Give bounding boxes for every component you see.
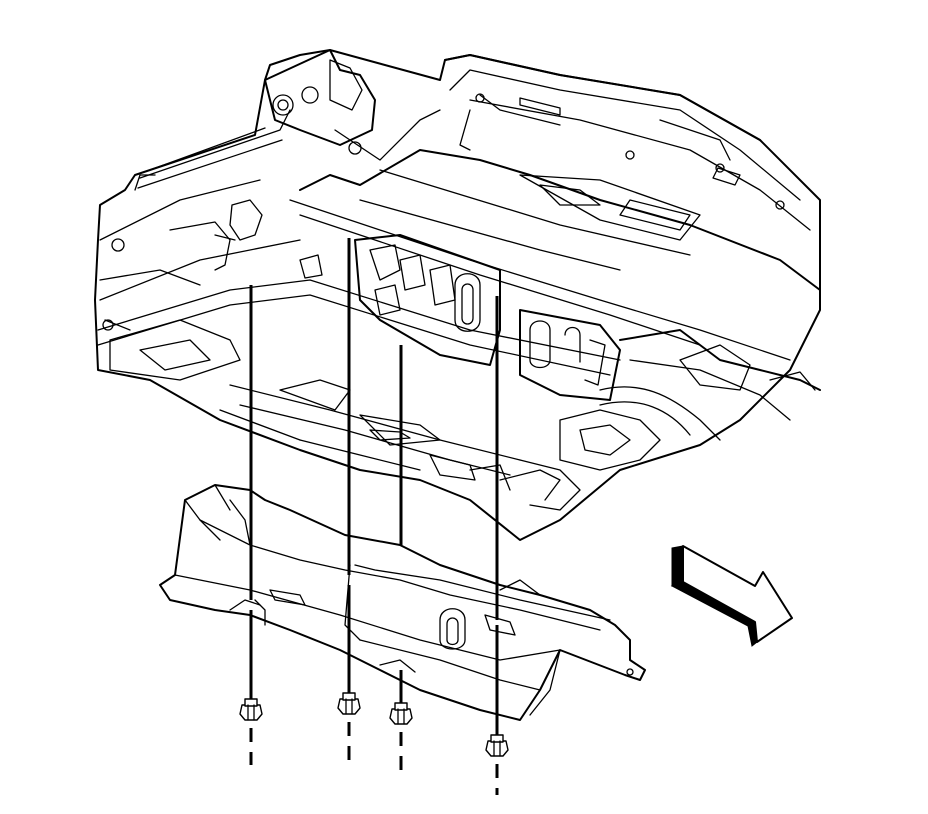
fastener-4-nut-icon	[485, 734, 509, 757]
bracket-left	[229, 199, 263, 241]
alignment-guides	[249, 238, 499, 738]
fastener-3-nut-icon	[389, 702, 413, 725]
vehicle-underbody	[94, 49, 821, 541]
bolt-axes	[249, 722, 499, 795]
fastener-1-nut-icon	[239, 698, 263, 721]
front-of-vehicle-arrow-icon	[670, 545, 793, 647]
fasteners	[239, 692, 509, 757]
hole-icon	[272, 94, 294, 116]
fastener-2-nut-icon	[337, 692, 361, 715]
